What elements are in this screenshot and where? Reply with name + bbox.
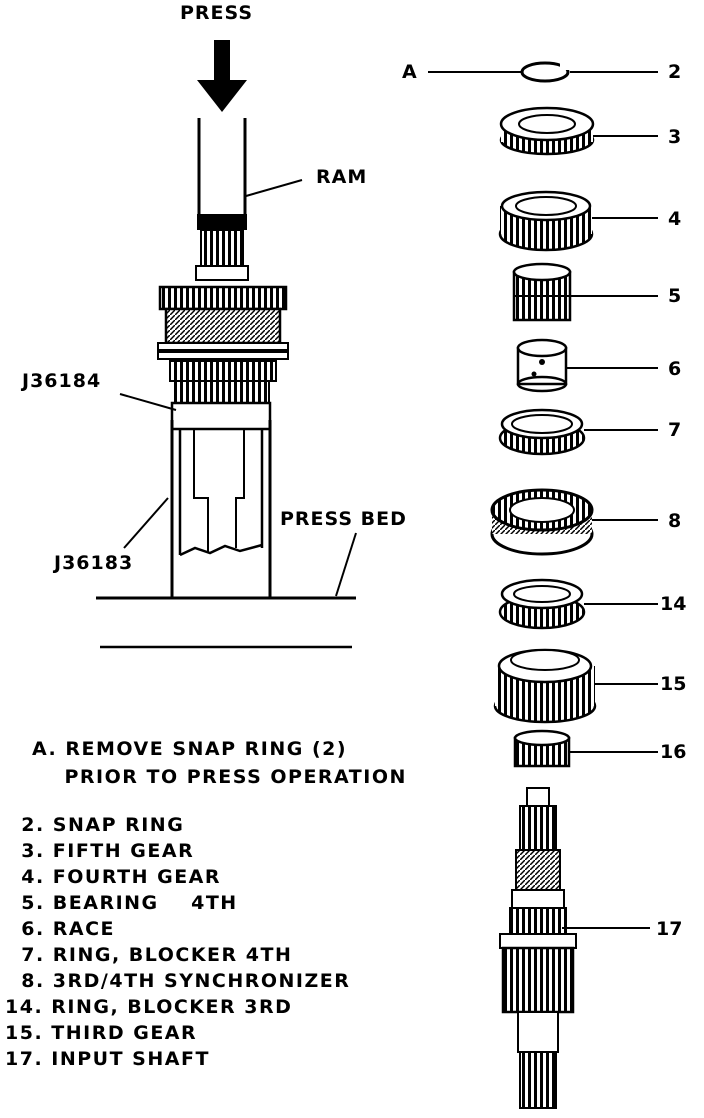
snap-ring-part [428, 60, 658, 83]
legend-item: 8. 3RD/4TH SYNCHRONIZER [5, 970, 351, 992]
legend-item: 15. THIRD GEAR [5, 1022, 198, 1044]
tool-j36184-label: J36184 [22, 370, 102, 392]
tool-j36184 [119, 393, 272, 431]
blocker-ring-3rd-part [498, 578, 658, 630]
legend-item: 14. RING, BLOCKER 3RD [5, 996, 293, 1018]
blocker-ring-4th-part [498, 408, 658, 456]
fifth-gear-part [499, 106, 658, 156]
callout-2: 2 [668, 61, 682, 83]
legend-item: 7. RING, BLOCKER 4TH [5, 944, 293, 966]
callout-7: 7 [668, 419, 682, 441]
tool-j36183-label: J36183 [54, 552, 134, 574]
note-a-line2: PRIOR TO PRESS OPERATION [32, 766, 407, 788]
legend-item: 5. BEARING 4TH [5, 892, 238, 914]
shaft-end-in-press [195, 229, 249, 281]
gear-stack-in-press [157, 285, 289, 404]
callout-14: 14 [660, 593, 687, 615]
press-arrow-icon [197, 40, 247, 112]
callout-17: 17 [656, 918, 683, 940]
ram [197, 118, 303, 230]
callout-4: 4 [668, 208, 682, 230]
callout-3: 3 [668, 126, 682, 148]
note-a-line1: A. REMOVE SNAP RING (2) [32, 738, 348, 760]
legend-item: 4. FOURTH GEAR [5, 866, 222, 888]
callout-6: 6 [668, 358, 682, 380]
ram-label: RAM [316, 166, 368, 188]
callout-a: A [402, 61, 418, 83]
callout-16: 16 [660, 741, 687, 763]
legend-item: 17. INPUT SHAFT [5, 1048, 210, 1070]
third-gear-part [493, 648, 658, 724]
press-bed [96, 532, 357, 649]
press-label: PRESS [180, 2, 254, 24]
legend-item: 2. SNAP RING [5, 814, 185, 836]
synchronizer-part [490, 488, 658, 556]
tool-j36183 [123, 420, 272, 598]
callout-5: 5 [668, 285, 682, 307]
input-shaft-part [499, 787, 650, 1109]
fourth-gear-part [498, 190, 658, 252]
race-part [516, 338, 658, 393]
bearing-part [512, 262, 658, 322]
third-gear-bearing-part [513, 729, 658, 768]
callout-15: 15 [660, 673, 687, 695]
callout-8: 8 [668, 510, 682, 532]
legend-item: 6. RACE [5, 918, 116, 940]
legend-item: 3. FIFTH GEAR [5, 840, 195, 862]
press-bed-label: PRESS BED [280, 508, 407, 530]
